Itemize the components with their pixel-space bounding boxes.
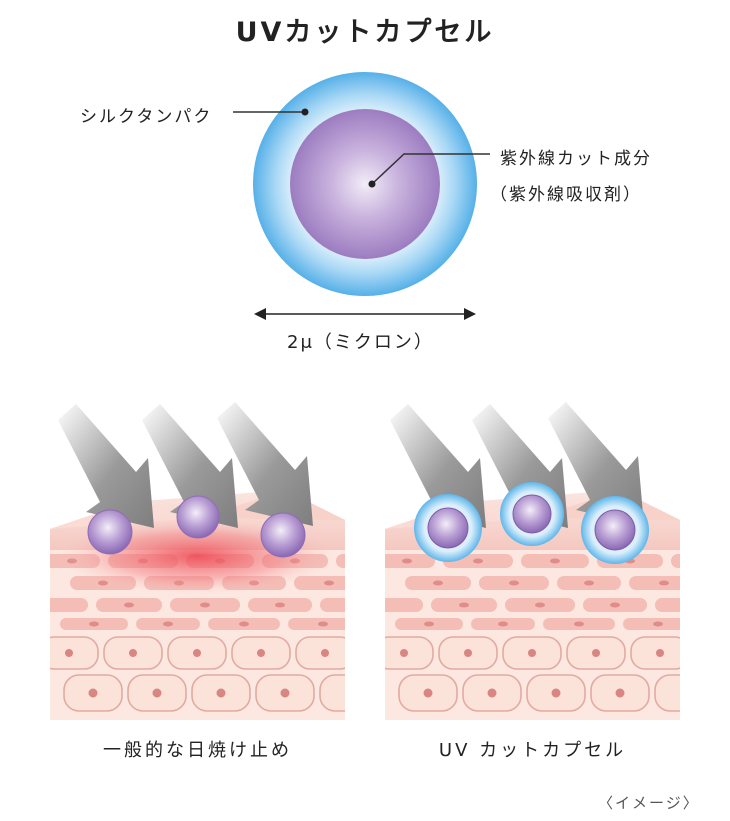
shell-leader-dot	[301, 108, 309, 116]
uv-cut-ingredient-label: 紫外線カット成分	[500, 149, 652, 169]
core-leader-dot	[368, 180, 376, 188]
size-label: 2μ（ミクロン）	[287, 332, 434, 353]
size-arrow-left-head	[254, 308, 266, 320]
capsule-core	[290, 109, 440, 259]
left-panel-particles	[87, 495, 306, 558]
silk-protein-label: シルクタンパク	[80, 107, 213, 127]
image-note: 〈イメージ〉	[598, 794, 700, 812]
uv-absorber-label: （紫外線吸収剤）	[490, 185, 642, 205]
core-leader-line	[371, 153, 490, 185]
right-panel-caption: UV カットカプセル	[438, 740, 627, 761]
page-title: UVカットカプセル	[235, 17, 495, 48]
left-panel-caption: 一般的な日焼け止め	[103, 740, 292, 761]
size-arrow-right-head	[464, 308, 476, 320]
right-panel-capsules	[414, 482, 649, 564]
